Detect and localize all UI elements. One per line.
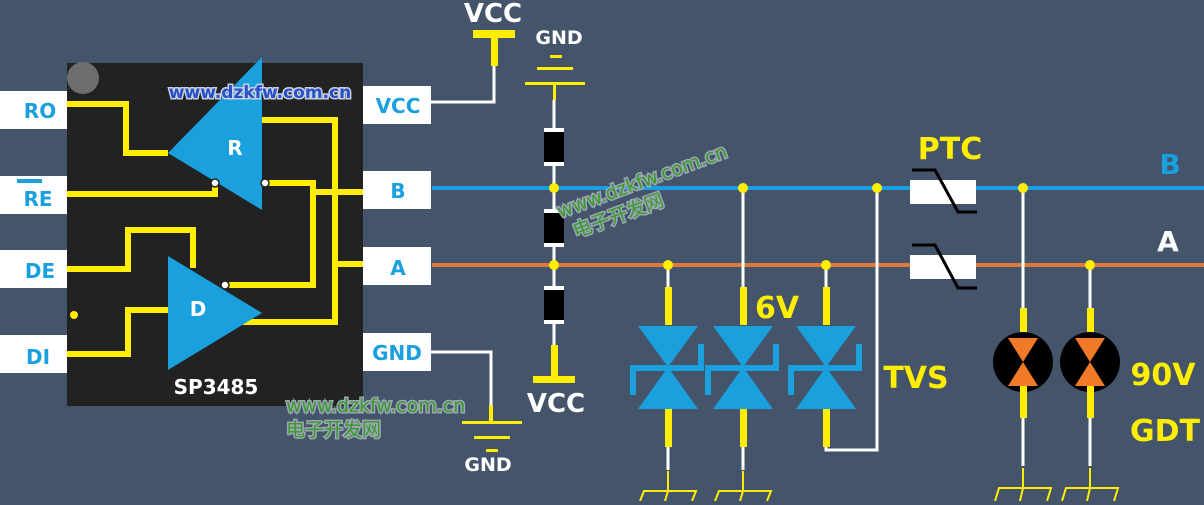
tvs-diode	[705, 183, 779, 502]
gas-discharge-tube	[993, 183, 1053, 502]
junction-dot	[549, 183, 559, 193]
pin-a-label: A	[390, 256, 406, 280]
tvs-lead-yellow	[665, 409, 672, 447]
gdt-group	[993, 183, 1120, 502]
pin-gnd-label: GND	[372, 341, 422, 365]
receiver-label: R	[227, 136, 242, 160]
tvs-lead-yellow	[665, 287, 672, 325]
junction-dot	[549, 260, 559, 270]
junction-dot	[821, 260, 831, 270]
tvs-triangle-bottom	[638, 367, 698, 409]
tvs-zener-bar	[705, 344, 779, 395]
watermark-chinese-bottom: 电子开发网	[286, 419, 381, 441]
vcc-bottom-symbol: VCC	[527, 345, 585, 419]
tvs-label: TVS	[883, 361, 948, 396]
pullup-resistor	[544, 128, 564, 166]
re-overbar	[17, 179, 42, 183]
tvs-lead-yellow	[740, 409, 747, 447]
gdt-label: GDT	[1130, 414, 1201, 449]
ptc-a	[910, 243, 977, 290]
gdt-voltage-label: 90V	[1131, 358, 1197, 393]
gnd-bottom-symbol: GND	[431, 350, 522, 476]
gdt-lead-yellow	[1087, 308, 1094, 338]
vcc-bottom-label: VCC	[527, 389, 585, 419]
gas-discharge-tube	[1060, 260, 1120, 502]
pin-b-label: B	[390, 179, 405, 203]
tvs-voltage-label: 6V	[755, 291, 800, 326]
watermark-url: www.dzkfw.com.cn	[169, 83, 351, 103]
pin-a: A	[363, 247, 431, 285]
receiver-buffer: R	[168, 57, 270, 210]
pulldown-resistor	[544, 286, 564, 324]
vcc-top-symbol: VCC	[431, 0, 522, 104]
ptc-label: PTC	[918, 132, 982, 167]
pin-di: DI	[0, 335, 67, 373]
tvs-return-wire	[824, 188, 879, 452]
ptc-b	[910, 168, 977, 214]
pin-de: DE	[0, 250, 67, 288]
vcc-top-label: VCC	[464, 0, 522, 29]
tvs-triangle-bottom	[796, 367, 856, 409]
pin-gnd: GND	[363, 333, 431, 371]
tvs-lead-yellow	[823, 409, 830, 447]
gnd-bottom-label: GND	[464, 454, 511, 476]
watermark-url-bottom: www.dzkfw.com.cn	[286, 395, 465, 417]
tvs-triangle-top	[796, 326, 856, 367]
gnd-top-label: GND	[535, 27, 582, 49]
internal-traces	[67, 101, 363, 357]
pin-di-label: DI	[26, 345, 50, 369]
pin-de-label: DE	[25, 259, 55, 283]
receiver-inversion-bubble	[260, 178, 270, 188]
bus-b-label: B	[1159, 148, 1180, 181]
driver-inversion-bubble	[220, 280, 230, 290]
pin-vcc: VCC	[363, 86, 431, 124]
sp3485-chip: RO RE DE DI VCC B A GND	[0, 57, 431, 406]
tvs-triangle-bottom	[713, 367, 773, 409]
driver-buffer: D	[168, 256, 262, 370]
gdt-arrow-top	[1075, 338, 1105, 362]
tvs-lead-yellow	[823, 287, 830, 325]
tvs-diode	[630, 260, 704, 502]
ground-hatch-symbol	[639, 471, 698, 502]
bus-a-label: A	[1157, 225, 1179, 258]
junction-dot	[663, 260, 673, 270]
pin-re: RE	[0, 176, 67, 214]
ground-hatch-symbol	[994, 468, 1053, 502]
gdt-arrow-bottom	[1008, 362, 1038, 386]
yellow-dot	[70, 311, 78, 319]
gdt-arrow-bottom	[1075, 362, 1105, 386]
pin-b: B	[363, 171, 431, 209]
tvs-diode	[788, 183, 882, 452]
termination-resistor	[544, 209, 564, 247]
pin-ro: RO	[0, 91, 67, 129]
tvs-zener-bar	[788, 344, 862, 395]
gnd-top-symbol: GND	[525, 27, 585, 100]
tvs-diode-group	[630, 183, 882, 502]
re-inversion-bubble	[210, 178, 220, 188]
pin-ro-label: RO	[24, 99, 56, 123]
junction-dot	[1085, 260, 1095, 270]
junction-dot	[738, 183, 748, 193]
tvs-zener-bar	[630, 344, 704, 395]
junction-dot	[872, 183, 882, 193]
pin1-marker	[67, 62, 99, 94]
pin-vcc-label: VCC	[376, 94, 421, 118]
gdt-arrow-top	[1008, 338, 1038, 362]
watermark-rotated: www.dzkfw.com.cn 电子开发网	[553, 139, 732, 244]
tvs-labels: 6V TVS	[755, 291, 949, 396]
tvs-lead-yellow	[740, 287, 747, 325]
pin-re-label: RE	[23, 187, 52, 211]
gdt-lead-yellow	[1020, 386, 1027, 418]
tvs-triangle-top	[638, 326, 698, 367]
bias-resistor-chain	[544, 100, 564, 378]
ground-hatch-symbol	[714, 471, 773, 502]
tvs-triangle-top	[713, 326, 773, 367]
junction-dot	[1018, 183, 1028, 193]
chip-part-number: SP3485	[174, 375, 259, 399]
driver-label: D	[190, 297, 207, 321]
gdt-lead-yellow	[1020, 308, 1027, 338]
ground-hatch-symbol	[1061, 468, 1120, 502]
gdt-lead-yellow	[1087, 386, 1094, 418]
